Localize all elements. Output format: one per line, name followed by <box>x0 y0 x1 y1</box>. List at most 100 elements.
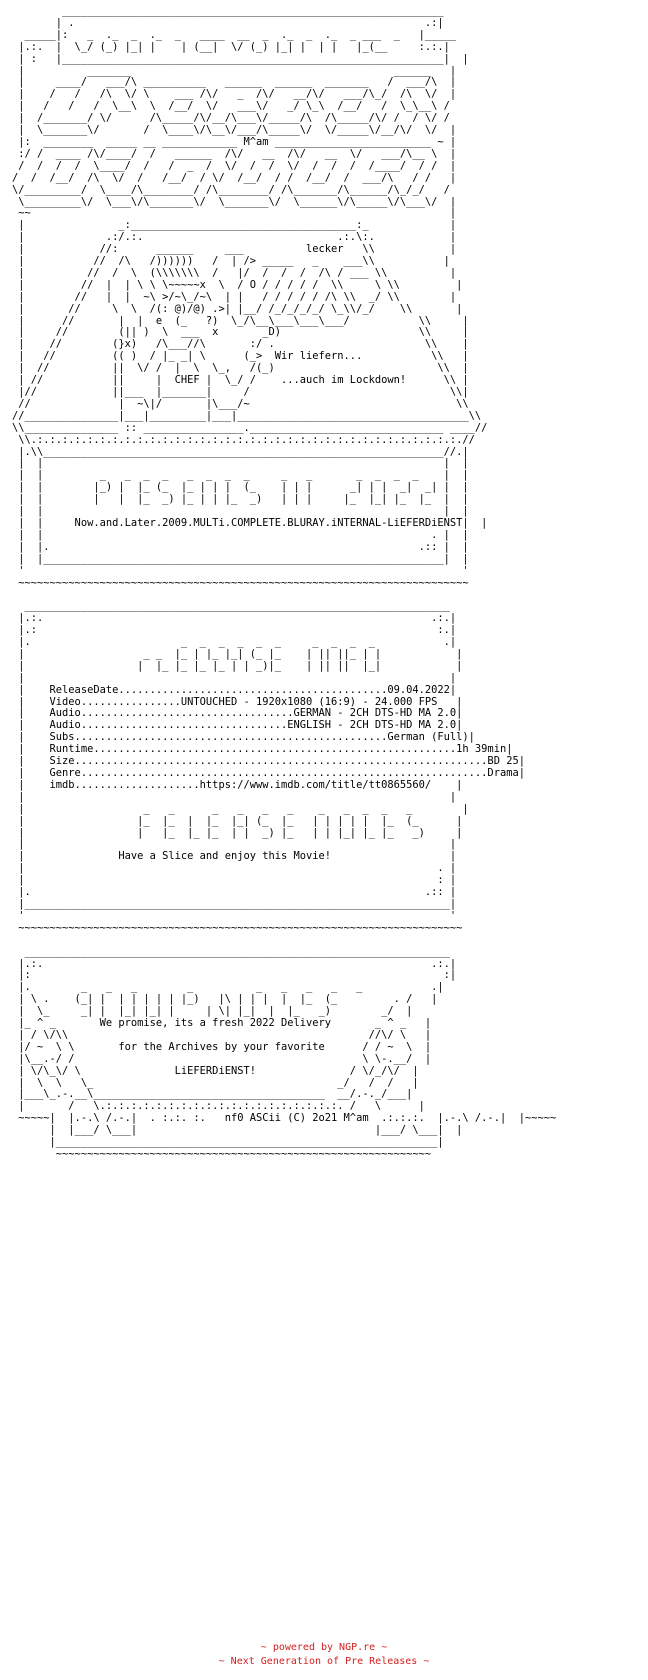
nfo-line: | \ \ \_ _/ / / | <box>12 1076 419 1089</box>
nfo-line: | \_ _| | |_| |_| | | \| |_| | |_ _) _/ … <box>12 1005 413 1018</box>
nfo-line: _____|: _ ._ _ ._ _ ____ __ _ ._ _ ._ _ … <box>12 28 457 41</box>
nfo-line: | / \.:.:.:.:.:.:.:.:.:.:.:.:.:.:.:.:.:.… <box>12 1100 425 1113</box>
nfo-line: | _______ ______ | <box>12 64 457 77</box>
nfo-line: |.:. | \_/ (_) |_| | | (__| \/ (_) |_| |… <box>12 40 450 53</box>
nfo-line: | // | | ~\ >/~\_/~\ | | / / / / / /\ \\… <box>12 290 457 303</box>
nfo-line: ~~~~~~~~~~~~~~~~~~~~~~~~~~~~~~~~~~~~~~~~… <box>12 921 463 934</box>
nfo-line: | Have a Slice and enjoy this Movie! | <box>12 850 457 863</box>
nfo-line: ________________________________________… <box>12 945 450 958</box>
nfo-line: \_________\/ \___\/\_______\/ \_______\/… <box>12 195 457 208</box>
nfo-line: | |. .:: | | <box>12 540 469 553</box>
nfo-line: | // (}x) /\___//\ :/ . \\ | <box>12 338 469 351</box>
nfo-ascii-art: ________________________________________… <box>12 5 636 1161</box>
nfo-line: |\__.-/ / \ \-.__/ | <box>12 1052 432 1065</box>
nfo-line: |.: :.| <box>12 624 457 637</box>
nfo-line: |: ________ _____ __ ____________ M^am _… <box>12 135 457 148</box>
nfo-line: | //: ______ ___ lecker \\ | <box>12 243 457 256</box>
nfo-line: | | |_) | |_ (_ |_ | | | (_ | | | _| | |… <box>12 481 469 494</box>
nfo-line: | | | | <box>12 505 469 518</box>
nfo-line: \\.:.:.:.:.:.:.:.:.:.:.:.:.:.:.:.:.:.:.:… <box>12 433 475 446</box>
nfo-line: | / \/\\ //\/ \ | <box>12 1028 432 1041</box>
nfo-line: |_ ^ _ We promise, its a fresh 2022 Deli… <box>12 1017 432 1030</box>
nfo-line: \/_________/ \____/\________/ /\________… <box>12 183 450 196</box>
nfo-line: | | | | <box>12 457 469 470</box>
nfo-line: | . | <box>12 862 457 875</box>
nfo-line: ________________________________________… <box>12 5 444 17</box>
nfo-line: | imdb....................https://www.im… <box>12 778 463 791</box>
nfo-line: :/ / ____ /\/____/ / ______ /\/ __ /\/ _… <box>12 147 457 160</box>
nfo-line: | _:____________________________________… <box>12 219 457 232</box>
nfo-line: | | |_ |_ |_ |_ | | _)|_ | || || |_| | <box>12 659 463 672</box>
nfo-line: | _ _ |_ | |_ |_| (_ |_ | || ||_ | | | <box>12 647 463 660</box>
nfo-line: | Size..................................… <box>12 755 525 768</box>
nfo-line: |// ||___ |_______| / \\| <box>12 386 469 398</box>
nfo-line: | Genre.................................… <box>12 767 525 779</box>
nfo-line: |_______________________________________… <box>12 1136 444 1149</box>
nfo-line: ' ' <box>12 564 469 577</box>
nfo-line: / / /__/ /\ \/ / /__/ / \/ /__/ / / /__/… <box>12 171 457 184</box>
nfo-line: | : | <box>12 874 457 887</box>
nfo-line: | // / \ (\\\\\\\ / |/ / / / /\ / ___ \\… <box>12 266 457 279</box>
nfo-line: | | Now.and.Later.2009.MULTi.COMPLETE.BL… <box>12 516 488 529</box>
nfo-line: / / / / \____/ / / _ / \/ / / \/ / / / /… <box>12 159 457 172</box>
nfo-line: | | . | | <box>12 528 469 541</box>
nfo-line: | ReleaseDate...........................… <box>12 683 457 696</box>
nfo-line: | \_______\/ / \____\/\__\/___/\_____\/ … <box>12 124 457 137</box>
nfo-line: | // /\ /)))))) / | /> _____ _ ___\\ | <box>12 255 450 268</box>
nfo-line: | | <box>12 838 457 851</box>
nfo-line: |.:. .:.| <box>12 957 457 970</box>
nfo-line: |___\_.-.__\____________________________… <box>12 1088 413 1101</box>
nfo-line: | // || \/ / | \ \_, /(_) \\ | <box>12 362 469 375</box>
nfo-line: ' ' <box>12 909 457 922</box>
nfo-line: | / / /\ \/ \ ___ /\/ _ /\/ __/\/ ___/\_… <box>12 88 457 101</box>
nfo-line: | |_____________________________________… <box>12 552 469 565</box>
nfo-line <box>12 935 636 947</box>
nfo-line: | \ . (_| | | | | | | |_) |\ | | | | |_ … <box>12 993 438 1006</box>
nfo-line: |. _ _ _ _ _ _ _ _ _ _ .| <box>12 636 457 649</box>
nfo-line: |: :| <box>12 969 457 982</box>
nfo-line: | | <box>12 790 457 803</box>
nfo-line: |_______________________________________… <box>12 897 457 910</box>
nfo-line: | _ _ _ _ _ _ _ _ _ _ _ | <box>12 802 469 815</box>
nfo-document: ________________________________________… <box>12 5 636 1646</box>
nfo-line: | // \ \ /(: @)/@) .>| |__/ /_/_/_/_/ \_… <box>12 302 463 315</box>
nfo-line: | | | | |_ _) |_ | | |_ _) | | | |_ |_| … <box>12 493 469 506</box>
nfo-line: ~~~~~~~~~~~~~~~~~~~~~~~~~~~~~~~~~~~~~~~~… <box>12 1148 432 1160</box>
nfo-line: | /_______/ \/ /\_____/\/__/\___\/_____/… <box>12 112 450 125</box>
nfo-line: | | |_ |_ |_ | | _) |_ | | |_| |_ |_ _) … <box>12 826 463 839</box>
nfo-line: | // (( ) / |_ _| \ (_> Wir liefern... \… <box>12 350 469 363</box>
nfo-line: |/ ~ \ \ for the Archives by your favori… <box>12 1040 432 1053</box>
nfo-line: | Audio.................................… <box>12 707 463 720</box>
nfo-line: // | ~\|/ |\___/~ \\ <box>12 397 469 410</box>
nfo-line: |.\\____________________________________… <box>12 445 469 458</box>
nfo-line: |.:. .:.| <box>12 612 457 625</box>
nfo-line: |. .:: | <box>12 886 457 899</box>
nfo-line: | Video................UNTOUCHED - 1920x… <box>12 695 463 708</box>
nfo-line: | : |___________________________________… <box>12 52 469 65</box>
nfo-line: | Subs..................................… <box>12 731 475 744</box>
nfo-line: | . .:| <box>12 16 444 29</box>
nfo-line: | Audio.................................… <box>12 719 463 732</box>
nfo-line: | | _ _ _ _ _ _ _ _ _ _ _ _ _ _ | | <box>12 469 469 482</box>
footer-tagline: ~ Next Generation of Pre Releases ~ <box>218 1656 430 1667</box>
nfo-line: ~~~~~| |.-.\ /.-.| . :.:. :. nf0 ASCii (… <box>12 1112 557 1125</box>
nfo-line: \\_______________ :: ________________.__… <box>12 421 488 434</box>
nfo-line: | // (|| ) \ ___ x _D) \\ | <box>12 326 469 339</box>
nfo-line: | | <box>12 671 457 684</box>
nfo-line: | // | | \ \ \~~~~~x \ / O / / / / / \\ … <box>12 278 463 291</box>
nfo-line: | Runtime...............................… <box>12 743 513 756</box>
nfo-line: | |_ |_ | |_ |_| (_ |_ | | | | | |_ (_ | <box>12 814 463 827</box>
nfo-line: | .:/.:. .:.\:. | <box>12 231 457 244</box>
nfo-line: | / / / \__\ \ /__/ \/ ___\/ _/ \_\ /__/… <box>12 100 450 113</box>
nfo-line: | ____/ ___/\ __________ ______ ______ _… <box>12 76 457 89</box>
nfo-line: ~~ | <box>12 207 457 220</box>
nfo-line: | // | | e (_ ?) \_/\__\___\___\___/ \\ … <box>12 314 469 327</box>
nfo-line: | |___/ \___| |___/ \___| | <box>12 1124 463 1137</box>
nfo-line: ~~~~~~~~~~~~~~~~~~~~~~~~~~~~~~~~~~~~~~~~… <box>12 576 469 589</box>
nfo-line: ________________________________________… <box>12 600 450 613</box>
nfo-line: //_______________|___|_________|___|____… <box>12 409 482 422</box>
footer-powered-by: ~ powered by NGP.re ~ <box>260 1642 388 1653</box>
nfo-line: | \/\_\/ \ LiEFERDiENST! / \/_/\/ | <box>12 1064 419 1077</box>
nfo-line: |. _ _ _ _ _ _ _ _ _ .| <box>12 981 444 994</box>
nfo-line: | // || | CHEF | \_/ / ...auch im Lockdo… <box>12 374 469 387</box>
